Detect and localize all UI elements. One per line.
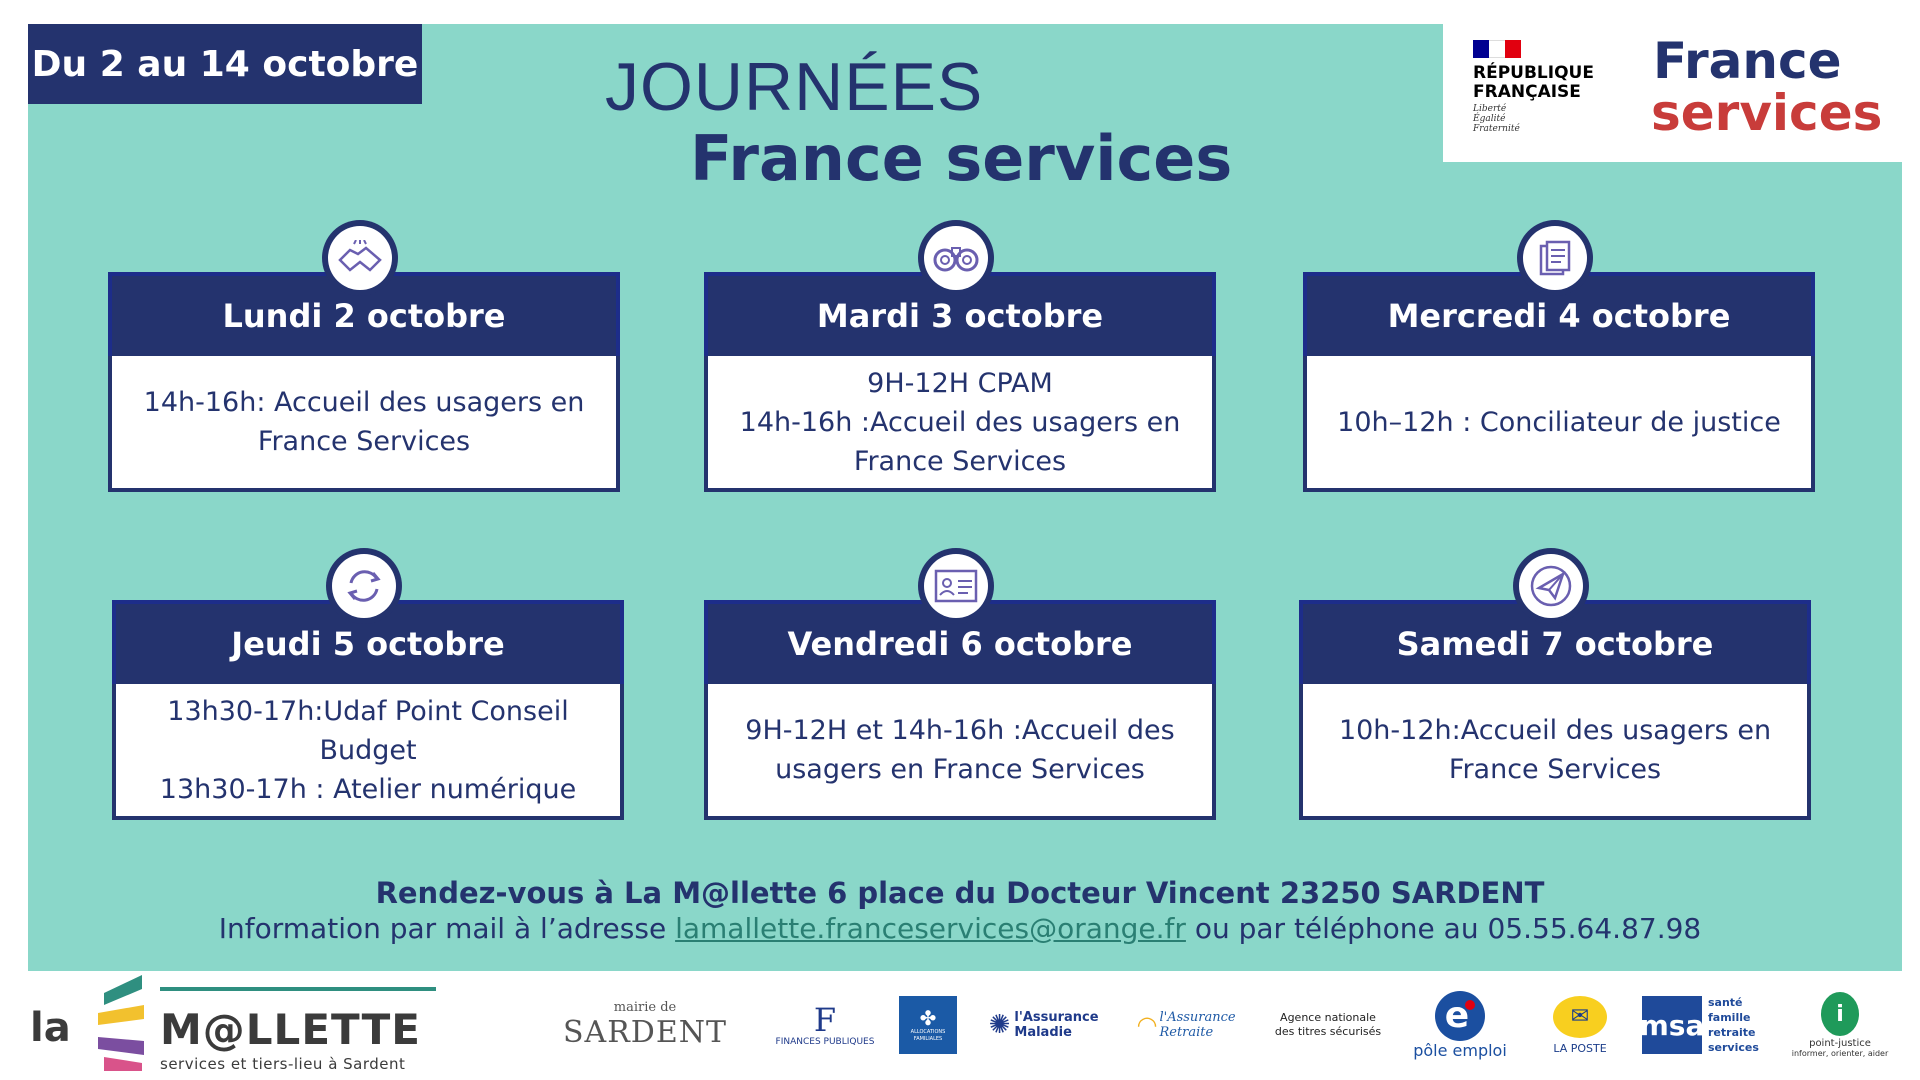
contact-info: Information par mail à l’adresse lamalle… — [0, 912, 1920, 945]
mallette-name: M@LLETTE — [160, 1005, 421, 1054]
schedule-line: France Services — [1448, 754, 1662, 785]
day-card: Samedi 7 octobre 10h-12h:Accueil des usa… — [1299, 548, 1811, 820]
venue-address: Rendez-vous à La M@llette 6 place du Doc… — [375, 876, 1545, 910]
assurance-maladie-icon: ✺ — [988, 1010, 1011, 1040]
assurance-maladie-logo: ✺ l'Assurance Maladie — [988, 1010, 1099, 1040]
contact-suffix: ou par téléphone au 05.55.64.87.98 — [1185, 912, 1702, 945]
schedule-line: Budget — [319, 734, 417, 766]
mallette-stripes-icon — [98, 975, 144, 1071]
schedule-line: 9H-12H CPAM — [867, 367, 1053, 399]
id-card-icon — [918, 548, 994, 624]
msa-logo: msa santé famille retraite services — [1639, 996, 1759, 1054]
finances-f-icon: F — [813, 1001, 837, 1039]
schedule-line: 14h-16h: Accueil des usagers en — [143, 387, 585, 418]
paper-plane-icon — [1513, 548, 1589, 624]
email-link[interactable]: lamallette.franceservices@orange.fr — [675, 912, 1186, 945]
day-card-body: 10h–12h : Conciliateur de justice — [1303, 356, 1815, 492]
day-card: Mardi 3 octobre 9H-12H CPAM 14h-16h :Acc… — [704, 220, 1216, 492]
refresh-icon — [326, 548, 402, 624]
msa-icon: msa — [1640, 996, 1704, 1054]
finances-publiques-logo: F FINANCES PUBLIQUES — [775, 1001, 875, 1047]
schedule-line: 10h-12h:Accueil des usagers en — [1338, 715, 1772, 746]
day-card: Jeudi 5 octobre 13h30-17h:Udaf Point Con… — [112, 548, 624, 820]
day-card: Mercredi 4 octobre 10h–12h : Conciliateu… — [1303, 220, 1815, 492]
republique-motto: Liberté Égalité Fraternité — [1473, 104, 1520, 134]
pole-emploi-logo: e pôle emploi — [1405, 985, 1515, 1065]
day-card: Lundi 2 octobre 14h-16h: Accueil des usa… — [108, 220, 620, 492]
day-card-body: 9H-12H CPAM 14h-16h :Accueil des usagers… — [704, 356, 1216, 492]
france-services-logo-line2: services — [1651, 84, 1883, 142]
day-card-body: 10h-12h:Accueil des usagers en France Se… — [1299, 684, 1811, 820]
la-poste-logo: ✉ LA POSTE — [1540, 985, 1620, 1065]
france-services-logo-line1: France — [1653, 32, 1842, 90]
logo-rule — [160, 987, 436, 991]
date-range-badge: Du 2 au 14 octobre — [28, 24, 422, 104]
schedule-line: France Services — [257, 426, 471, 457]
day-card: Vendredi 6 octobre 9H-12H et 14h-16h :Ac… — [704, 548, 1216, 820]
contact-prefix: Information par mail à l’adresse — [218, 912, 676, 945]
day-card-body: 13h30-17h:Udaf Point Conseil Budget 13h3… — [112, 684, 624, 820]
schedule-line: usagers en France Services — [775, 754, 1145, 785]
mallette-tagline: services et tiers-lieu à Sardent — [160, 1055, 406, 1073]
page-title-line2: France services — [690, 122, 1233, 195]
caf-icon: ✤ ALLOCATIONS FAMILIALES — [899, 996, 957, 1054]
point-justice-logo: i point-justice informer, orienter, aide… — [1785, 985, 1895, 1065]
ants-logo: Agence nationale des titres sécurisés — [1274, 1011, 1382, 1038]
schedule-line: 14h-16h :Accueil des usagers en — [739, 406, 1181, 438]
documents-icon — [1517, 220, 1593, 296]
pole-emploi-icon: e — [1435, 990, 1485, 1041]
republique-france-services-logos: RÉPUBLIQUE FRANÇAISE Liberté Égalité Fra… — [1443, 22, 1903, 162]
day-card-body: 14h-16h: Accueil des usagers en France S… — [108, 356, 620, 492]
schedule-line: France Services — [853, 445, 1067, 477]
la-mallette-logo: la M@LLETTE services et tiers-lieu à Sar… — [28, 975, 438, 1075]
french-flag-icon — [1473, 40, 1521, 58]
page-title-line1: JOURNÉES — [605, 49, 984, 125]
caf-logo: ✤ ALLOCATIONS FAMILIALES — [897, 985, 959, 1065]
mallette-la: la — [30, 1005, 71, 1051]
point-justice-icon: i — [1821, 992, 1859, 1036]
binoculars-icon — [918, 220, 994, 296]
schedule-line: 13h30-17h:Udaf Point Conseil — [167, 695, 569, 727]
handshake-icon — [322, 220, 398, 296]
assurance-retraite-logo: ◠ l'Assurance Retraite — [1136, 1010, 1236, 1040]
republique-francaise-label: RÉPUBLIQUE FRANÇAISE — [1473, 63, 1594, 102]
schedule-line: 10h–12h : Conciliateur de justice — [1337, 406, 1781, 438]
day-card-body: 9H-12H et 14h-16h :Accueil des usagers e… — [704, 684, 1216, 820]
mairie-sardent-logo: mairie de SARDENT — [562, 1000, 728, 1050]
schedule-line: 9H-12H et 14h-16h :Accueil des — [745, 715, 1175, 746]
schedule-line: 13h30-17h : Atelier numérique — [159, 773, 577, 805]
assurance-retraite-icon: ◠ — [1136, 1011, 1158, 1039]
la-poste-icon: ✉ — [1553, 995, 1607, 1038]
